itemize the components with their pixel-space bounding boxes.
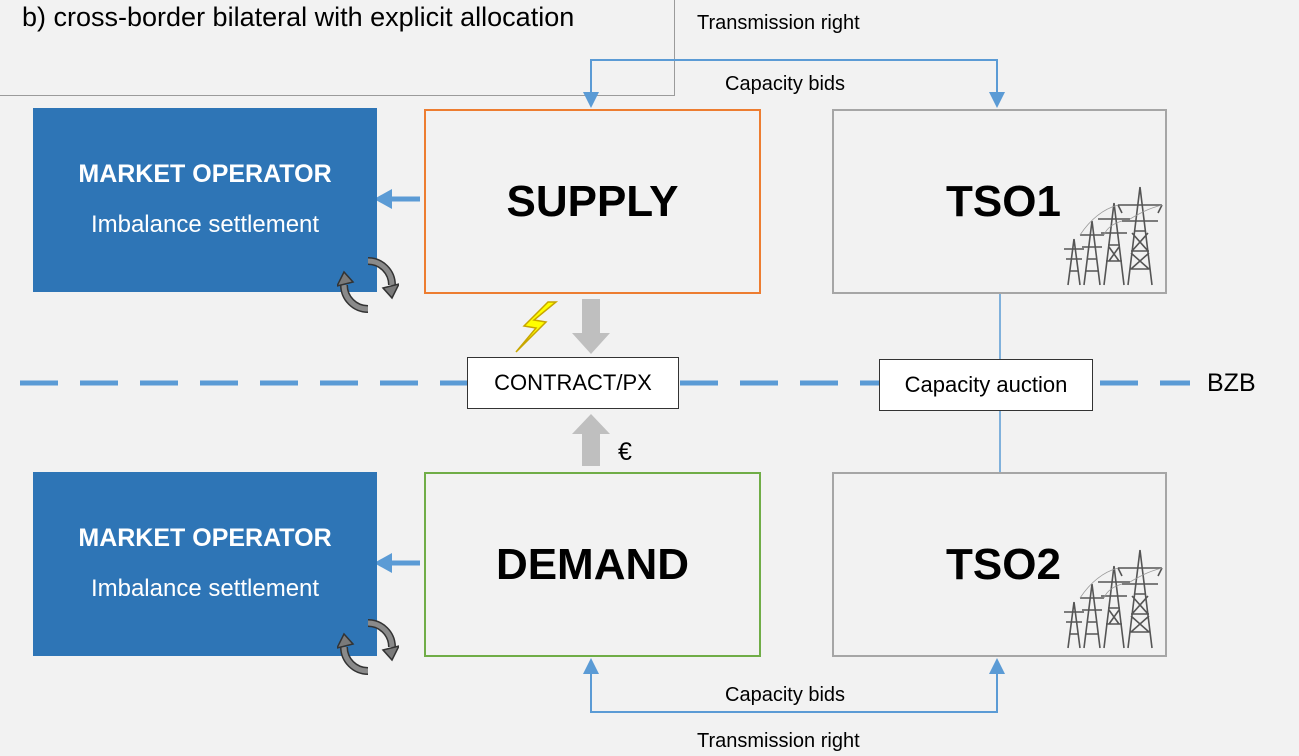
title-frame <box>0 0 675 96</box>
transmission-tower-icon <box>1064 549 1163 649</box>
market-operator-bottom-subtitle: Imbalance settlement <box>90 575 320 602</box>
refresh-cycle-icon <box>337 619 399 675</box>
bottom-flow-bracket <box>590 662 998 713</box>
top-arrowhead-tso1 <box>989 92 1005 108</box>
demand-up-arrow-shaft <box>582 432 600 466</box>
bottom-transmission-right-label: Transmission right <box>697 730 860 752</box>
tso2-label: TSO2 <box>946 540 1061 589</box>
capacity-auction-label: Capacity auction <box>904 372 1068 397</box>
supply-down-arrowhead <box>572 333 610 354</box>
diagram-title: b) cross-border bilateral with explicit … <box>22 2 575 32</box>
market-operator-top-title: MARKET OPERATOR <box>78 160 332 188</box>
market-operator-bottom-title: MARKET OPERATOR <box>78 524 332 552</box>
contract-px-box: CONTRACT/PX <box>467 357 679 409</box>
demand-label: DEMAND <box>495 539 690 589</box>
market-operator-top-subtitle: Imbalance settlement <box>90 211 320 238</box>
capacity-auction-box: Capacity auction <box>879 359 1093 411</box>
demand-box: DEMAND <box>424 472 761 657</box>
lightning-bolt-icon <box>515 301 559 353</box>
bzb-label: BZB <box>1207 369 1256 397</box>
tso2-box: TSO2 <box>832 472 1167 657</box>
demand-to-mo-arrowhead <box>374 553 392 573</box>
transmission-tower-icon <box>1064 186 1163 286</box>
bottom-arrowhead-demand <box>583 658 599 674</box>
supply-to-mo-arrowhead <box>374 189 392 209</box>
demand-up-arrowhead <box>572 414 610 434</box>
tso1-label: TSO1 <box>946 177 1061 226</box>
bottom-arrowhead-tso2 <box>989 658 1005 674</box>
top-flow-bracket <box>590 59 998 104</box>
tso1-box: TSO1 <box>832 109 1167 294</box>
contract-px-label: CONTRACT/PX <box>494 370 652 395</box>
top-capacity-bids-label: Capacity bids <box>725 73 846 95</box>
top-arrowhead-supply <box>583 92 599 108</box>
top-transmission-right-label: Transmission right <box>697 12 860 34</box>
supply-label: SUPPLY <box>506 176 679 226</box>
euro-symbol: € <box>618 438 632 466</box>
supply-down-arrow-shaft <box>582 299 600 335</box>
bottom-capacity-bids-label: Capacity bids <box>725 684 846 706</box>
supply-box: SUPPLY <box>424 109 761 294</box>
refresh-cycle-icon <box>337 257 399 313</box>
market-operator-top-box: MARKET OPERATOR Imbalance settlement <box>33 108 377 292</box>
market-operator-bottom-box: MARKET OPERATOR Imbalance settlement <box>33 472 377 656</box>
